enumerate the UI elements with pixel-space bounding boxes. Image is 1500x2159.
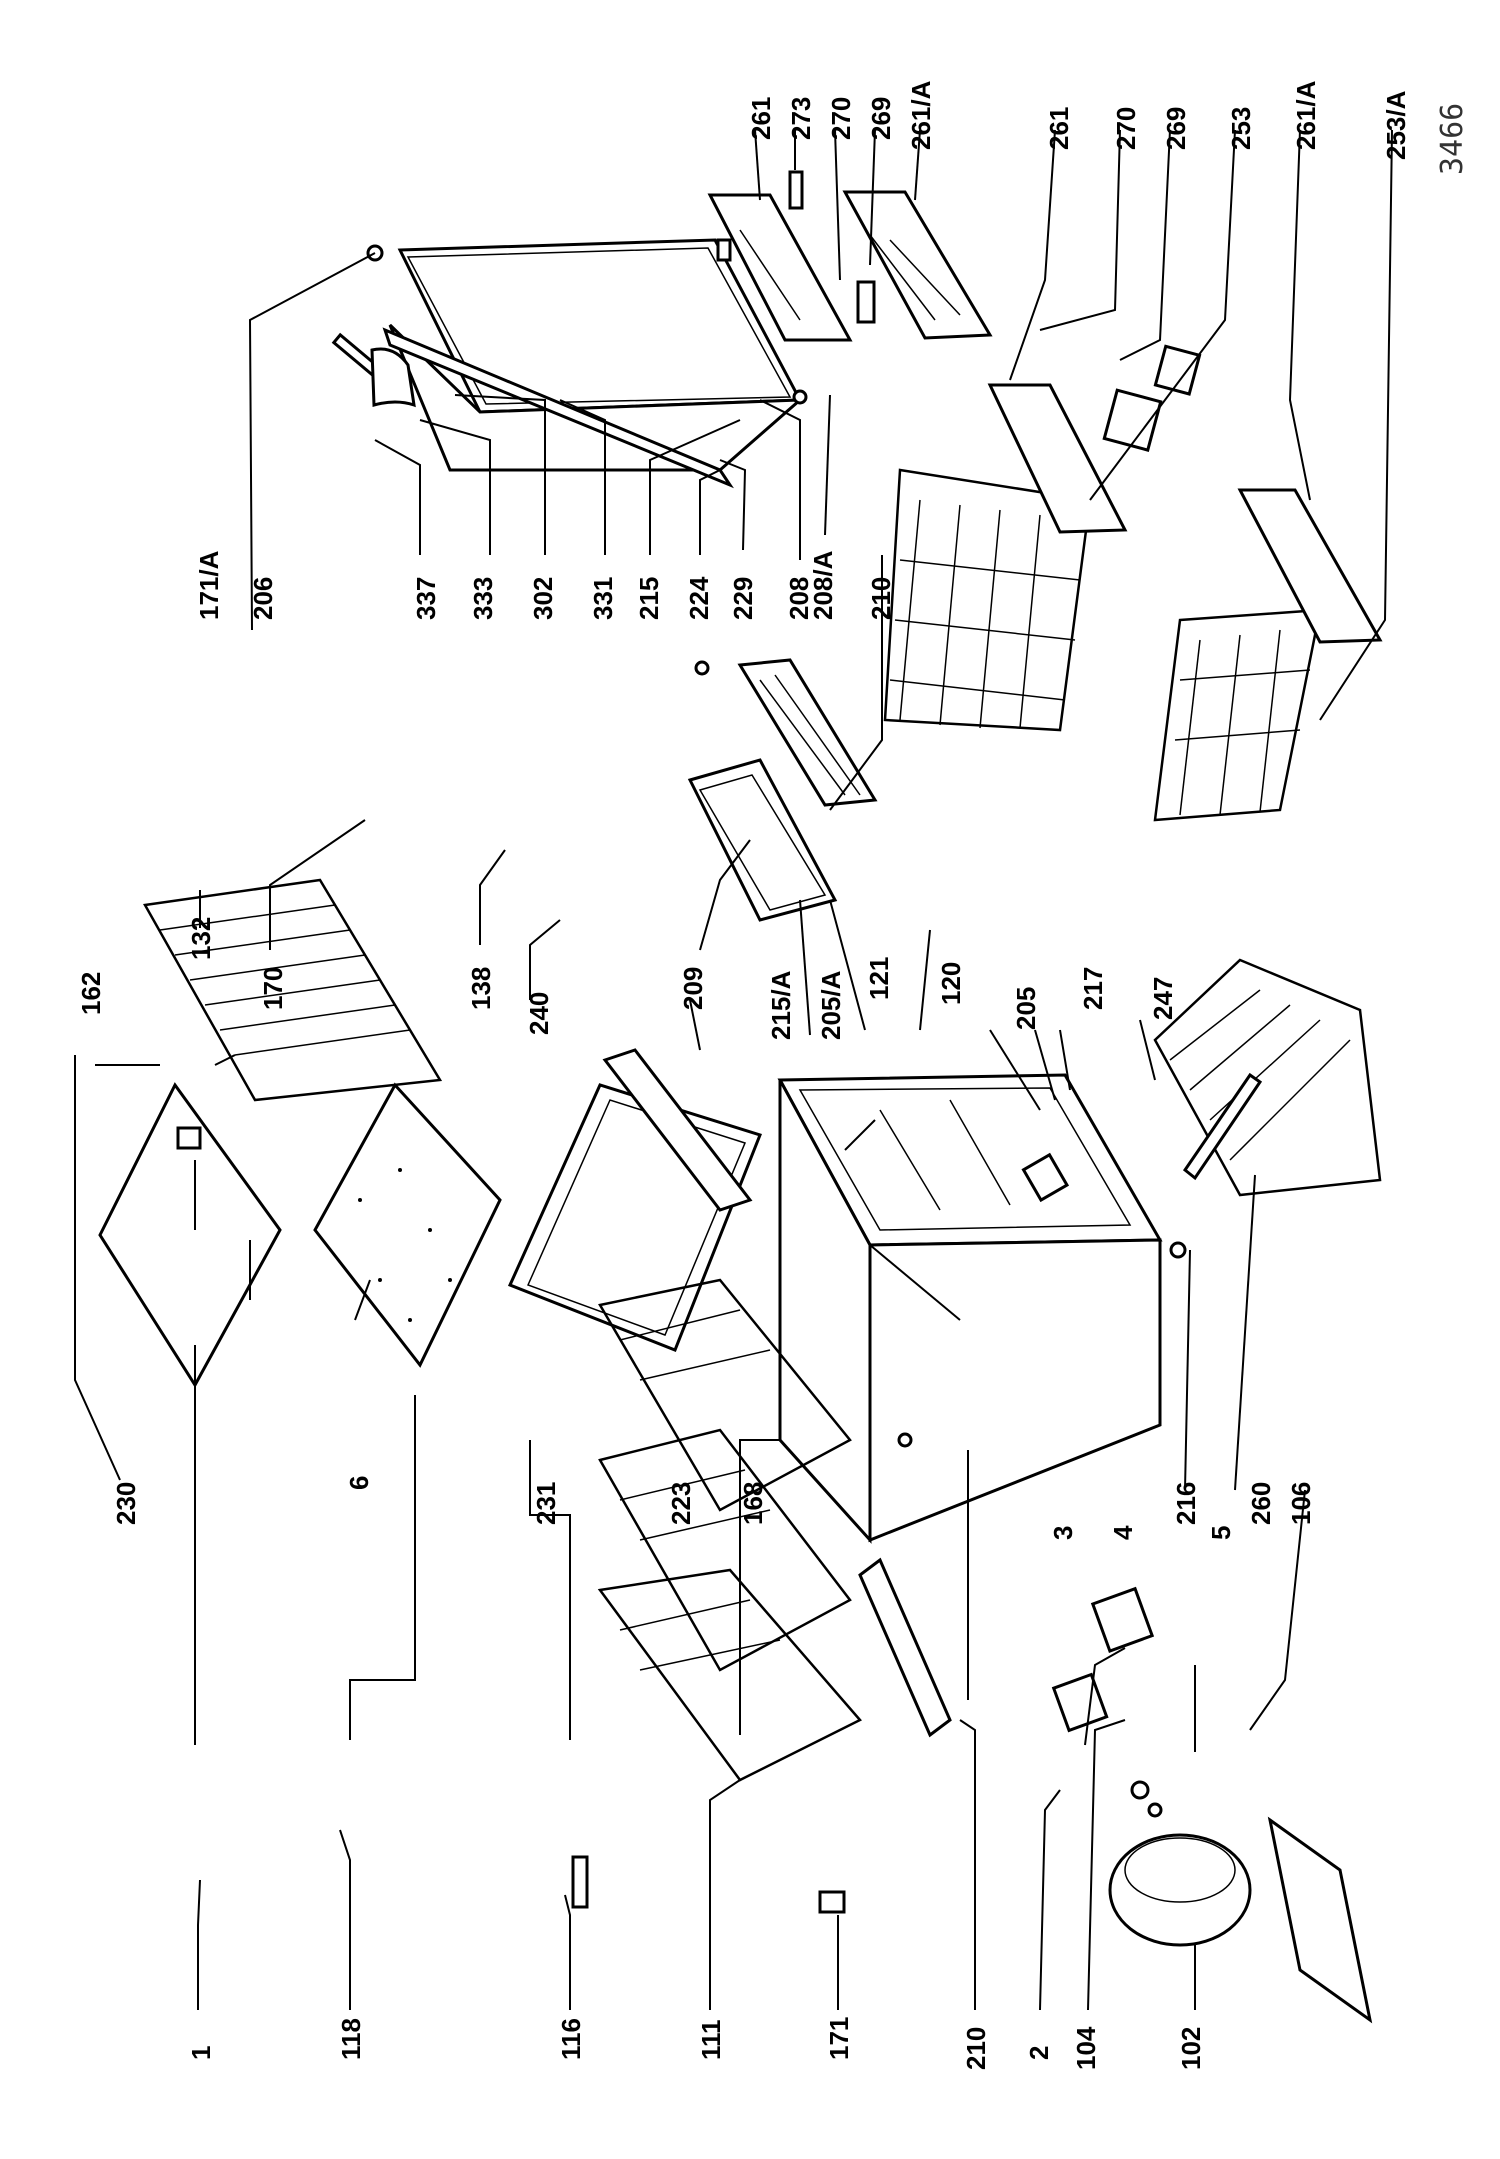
label-121: 121 [864,957,894,1000]
cabinet-body [777,1073,1187,1544]
label-261-b: 261 [1044,107,1074,150]
label-261a-b: 261/A [1291,80,1321,150]
drawer-and-frame [687,658,878,922]
top-panels [98,1048,762,1388]
label-209: 209 [678,967,708,1010]
label-205: 205 [1011,987,1041,1030]
label-302: 302 [528,577,558,620]
label-210-bottom: 210 [961,2027,991,2070]
label-4: 4 [1108,1525,1138,1540]
label-247: 247 [1148,977,1178,1020]
label-253: 253 [1226,107,1256,150]
label-6: 6 [344,1476,374,1490]
labels-bottom-row: 1 118 116 111 171 210 2 104 102 [186,2017,1206,2070]
label-223: 223 [666,1482,696,1525]
compressor [1051,1586,1373,2024]
label-208a: 208/A [808,550,838,620]
label-240: 240 [524,992,554,1035]
label-116: 116 [556,2018,586,2060]
label-331: 331 [588,577,618,620]
label-3: 3 [1048,1526,1078,1540]
label-162: 162 [76,972,106,1015]
label-111: 111 [696,2019,726,2060]
evaporator [571,1278,952,1914]
label-231: 231 [531,1482,561,1525]
label-270-b: 270 [1111,107,1141,150]
baskets [883,344,1383,822]
label-210-upper: 210 [866,577,896,620]
label-333: 333 [468,577,498,620]
label-102: 102 [1176,2027,1206,2070]
label-170: 170 [258,967,288,1010]
small-shelves-top [707,170,993,342]
label-120: 120 [936,962,966,1005]
label-171: 171 [824,2017,854,2060]
labels-right-columns: 261 273 270 269 261/A 261 270 269 253 26… [746,80,1411,160]
label-269-a: 269 [866,97,896,140]
label-215: 215 [634,577,664,620]
label-261a-a: 261/A [906,80,936,150]
label-273: 273 [786,97,816,140]
label-138: 138 [466,967,496,1010]
label-171a: 171/A [194,550,224,620]
label-230: 230 [111,1482,141,1525]
label-224: 224 [684,576,714,620]
door-assembly [331,238,808,489]
label-269-b: 269 [1161,107,1191,150]
labels-upper-row: 171/A 206 337 333 302 331 215 224 229 20… [194,550,896,620]
label-205a: 205/A [816,970,846,1040]
label-106: 106 [1286,1482,1316,1525]
label-261-a: 261 [746,97,776,140]
label-1: 1 [186,2046,216,2060]
label-253a: 253/A [1381,90,1411,160]
label-260: 260 [1246,1482,1276,1525]
label-132: 132 [186,917,216,960]
label-208: 208 [784,577,814,620]
label-2: 2 [1024,2046,1054,2060]
leader-lines [74,129,1393,1752]
label-168: 168 [738,1482,768,1525]
label-217: 217 [1078,967,1108,1010]
label-337: 337 [411,577,441,620]
leader-lines-bottom [197,1719,1196,2011]
label-5: 5 [1206,1526,1236,1540]
label-270-a: 270 [826,97,856,140]
drawing-number: 3466 [1435,103,1470,175]
label-229: 229 [728,577,758,620]
condenser [143,878,443,1150]
label-104: 104 [1071,2026,1101,2070]
label-216: 216 [1171,1482,1201,1525]
labels-top-row: 162 132 170 138 240 209 215/A 205/A 121 … [76,917,1178,1040]
label-206: 206 [248,577,278,620]
labels-middle-row: 230 6 231 223 168 216 260 106 3 4 5 [111,1476,1316,1540]
grille-and-bar [1153,958,1382,1197]
label-118: 118 [336,2018,366,2060]
label-215a: 215/A [766,970,796,1040]
